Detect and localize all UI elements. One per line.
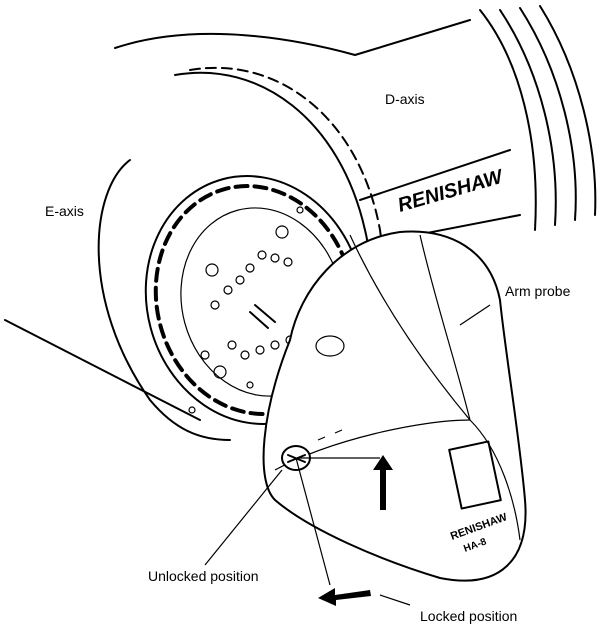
arm-probe: RENISHAW HA-8 (262, 230, 527, 582)
locking-pin (249, 304, 276, 329)
label-locked-position: Locked position (420, 608, 518, 624)
label-e-axis: E-axis (45, 203, 84, 219)
label-d-axis: D-axis (385, 91, 425, 107)
annotations (204, 304, 491, 606)
probe-logo-badge (448, 440, 502, 510)
unlock-arrow (373, 455, 393, 510)
arm-logo: RENISHAW (395, 165, 507, 216)
mounting-holes (188, 206, 304, 414)
lock-arrow (318, 588, 371, 606)
label-arm-probe: Arm probe (505, 283, 571, 299)
label-unlocked-position: Unlocked position (148, 568, 259, 584)
